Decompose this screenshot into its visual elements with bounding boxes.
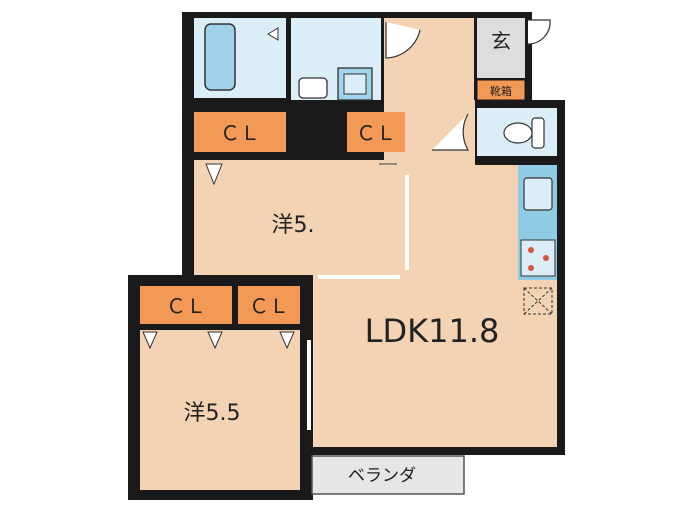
closet-lower-right-label: ＣＬ	[249, 294, 289, 318]
balcony-label: ベランダ	[348, 466, 416, 486]
burner-icon	[543, 255, 549, 261]
ldk-upper-pad	[413, 165, 518, 280]
closet-door-marker-icon	[142, 331, 158, 350]
closet-door-marker-icon	[279, 331, 295, 350]
washroom-door-icon	[385, 22, 421, 59]
closet-upper-left-label: ＣＬ	[220, 121, 260, 145]
washbasin-inner	[343, 73, 367, 95]
burner-icon	[528, 265, 534, 271]
toilet-tank-icon	[531, 117, 545, 149]
closet-lower-left-label: ＣＬ	[166, 294, 206, 318]
closet-door-marker-icon	[207, 331, 223, 350]
shoe-box	[476, 79, 526, 101]
balcony	[311, 455, 465, 495]
fridge-space-icon	[523, 287, 553, 315]
western-room-lower	[140, 330, 300, 490]
burner-icon	[528, 247, 534, 253]
closet-upper-left	[194, 112, 286, 152]
western-room-lower-label: 洋5.5	[184, 401, 241, 426]
fridge-space-icon	[523, 287, 553, 315]
fridge-space-icon	[523, 287, 553, 315]
toilet-door-icon	[432, 113, 470, 151]
toilet-bowl-icon	[503, 122, 533, 144]
stove-icon	[520, 239, 556, 277]
kitchen-sink-icon	[523, 177, 553, 211]
closet-lower-left	[140, 286, 232, 324]
entrance	[477, 18, 525, 78]
entrance-door-icon	[527, 19, 551, 45]
closet-lower-right	[238, 286, 300, 324]
closet-door-marker-icon	[205, 163, 223, 186]
shoe-box-label: 靴箱	[490, 84, 512, 98]
hallway-lower	[405, 100, 475, 168]
closet-upper-right-label: ＣＬ	[356, 121, 396, 145]
bathtub-icon	[204, 23, 236, 91]
ldk-label: LDK11.8	[365, 312, 500, 350]
closet-upper-right	[347, 112, 405, 152]
washing-machine-icon	[298, 77, 328, 99]
shower-icon	[267, 27, 279, 41]
entrance-label: 玄	[491, 29, 511, 53]
